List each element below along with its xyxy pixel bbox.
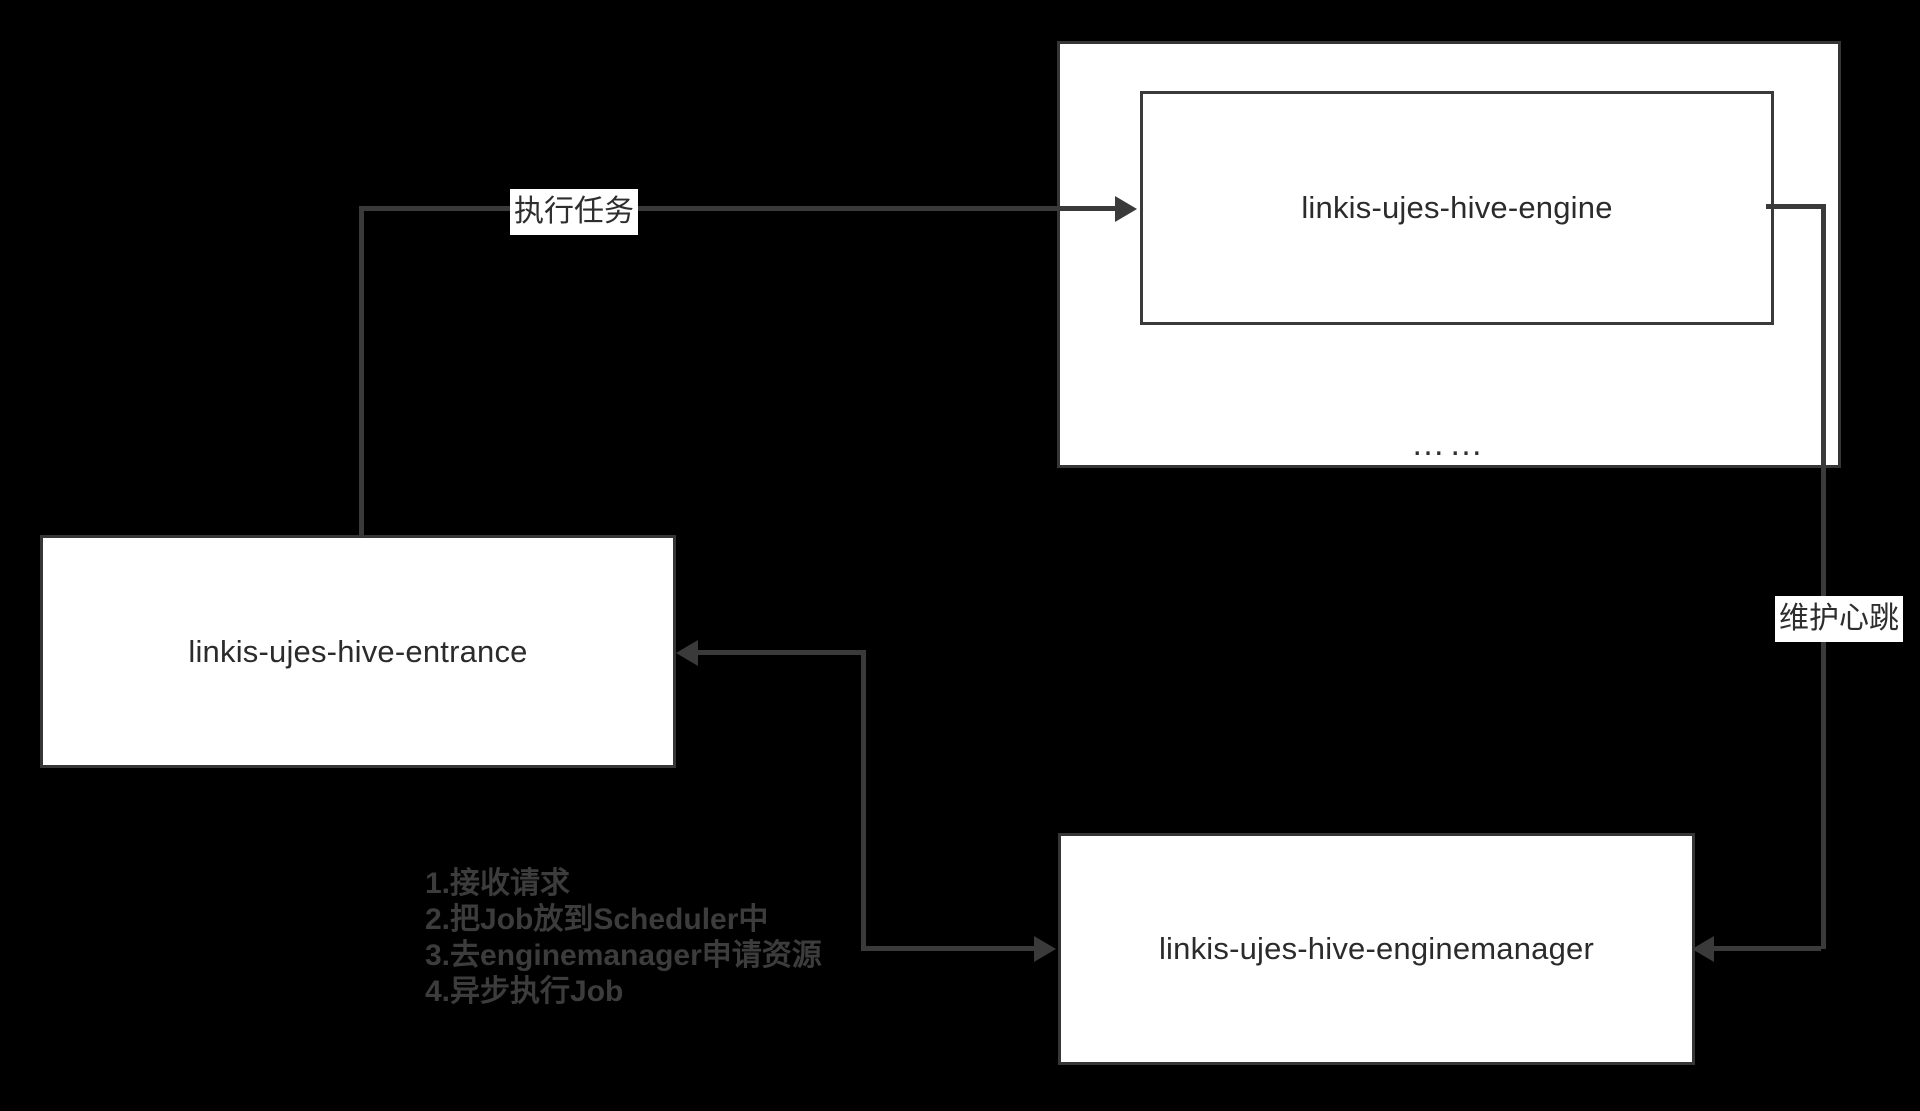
edge-heartbeat-arrowhead bbox=[1692, 936, 1714, 962]
edge-steps-lower-horizontal bbox=[861, 946, 1036, 951]
engine-node-box[interactable]: linkis-ujes-hive-engine bbox=[1140, 91, 1774, 325]
edge-execute-task-arrowhead bbox=[1115, 196, 1137, 222]
edge-steps-upper-horizontal bbox=[696, 650, 866, 655]
engine-ellipsis-label: …… bbox=[1411, 425, 1487, 463]
edge-execute-task-vertical bbox=[359, 206, 364, 537]
steps-list: 1.接收请求 2.把Job放到Scheduler中 3.去enginemanag… bbox=[425, 866, 822, 1010]
step-item-4: 4.异步执行Job bbox=[425, 975, 624, 1008]
edge-label-execute-task: 执行任务 bbox=[510, 189, 638, 235]
engine-node-label: linkis-ujes-hive-engine bbox=[1301, 190, 1613, 225]
edge-steps-vertical bbox=[861, 650, 866, 949]
step-item-3: 3.去enginemanager申请资源 bbox=[425, 939, 822, 972]
edge-execute-task-horizontal bbox=[359, 206, 1119, 211]
edge-steps-entrance-arrowhead bbox=[676, 640, 698, 666]
step-item-2: 2.把Job放到Scheduler中 bbox=[425, 903, 769, 936]
enginemanager-node-label: linkis-ujes-hive-enginemanager bbox=[1158, 931, 1595, 966]
edge-steps-enginemanager-arrowhead bbox=[1034, 936, 1056, 962]
entrance-node-label: linkis-ujes-hive-entrance bbox=[188, 633, 528, 669]
edge-heartbeat-vertical bbox=[1821, 204, 1826, 949]
edge-heartbeat-top-horizontal bbox=[1766, 204, 1826, 209]
entrance-node-box[interactable]: linkis-ujes-hive-entrance bbox=[40, 535, 676, 768]
enginemanager-node-box[interactable]: linkis-ujes-hive-enginemanager bbox=[1058, 833, 1695, 1065]
edge-label-heartbeat: 维护心跳 bbox=[1775, 596, 1903, 642]
edge-heartbeat-bottom-horizontal bbox=[1712, 946, 1821, 951]
engine-container-box[interactable]: linkis-ujes-hive-engine …… bbox=[1057, 41, 1841, 468]
step-item-1: 1.接收请求 bbox=[425, 867, 571, 900]
